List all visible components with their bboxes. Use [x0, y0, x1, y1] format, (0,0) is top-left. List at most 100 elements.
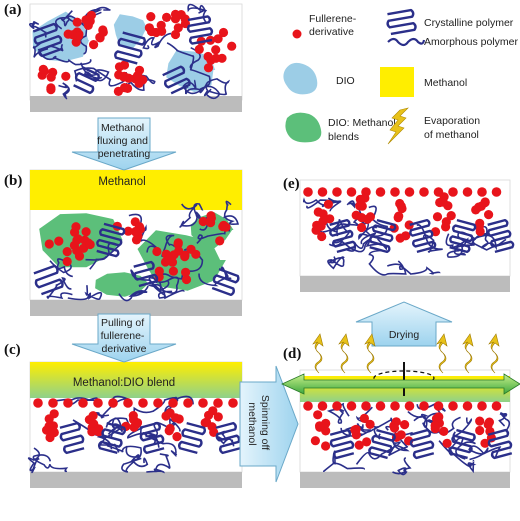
fullerene — [390, 401, 400, 411]
fullerene — [93, 398, 103, 408]
fullerene — [346, 401, 357, 411]
panel-label-c: (c) — [4, 342, 21, 358]
fullerene — [33, 398, 43, 408]
evaporation-arrow — [462, 333, 474, 374]
fullerene — [419, 401, 429, 411]
crystalline-polymer — [33, 264, 64, 296]
fullerene — [213, 398, 223, 408]
substrate-c — [30, 472, 242, 488]
crystalline-polymer — [409, 218, 437, 254]
panel-label-b: (b) — [4, 173, 22, 189]
evaporation-arrow — [364, 333, 376, 374]
fullerene — [361, 401, 371, 411]
crystalline-polymer — [409, 428, 435, 460]
methanol-dio-layer — [30, 362, 242, 398]
arrow-c-to-d — [239, 365, 299, 483]
fullerene-cluster — [430, 412, 452, 448]
film-a — [28, 3, 237, 100]
methanol-band-label: Methanol — [98, 176, 145, 188]
crystalline-polymer — [369, 218, 397, 254]
arrow-c-to-d-label: Spinning off methanol — [246, 395, 271, 453]
fullerene-cluster — [194, 27, 237, 73]
methanol-dio-band-label: Methanol:DIO blend — [73, 377, 175, 389]
fullerene — [375, 401, 386, 411]
methanol-layer — [30, 170, 242, 210]
evaporation-arrow — [312, 333, 324, 374]
amorphous-polymer-swatch — [387, 37, 426, 47]
fullerene-cluster — [44, 222, 95, 267]
legend-dio-methanol: DIO: Methanol blends — [328, 117, 399, 143]
dio-methanol-swatch — [285, 112, 322, 143]
fullerene-cluster — [161, 408, 184, 442]
crystalline-polymer — [139, 421, 165, 455]
fullerene-cluster — [113, 60, 148, 96]
fullerene-cluster — [37, 64, 71, 95]
fullerene-cluster — [350, 413, 375, 450]
fullerene — [123, 398, 133, 408]
fullerene — [228, 398, 238, 408]
legend-methanol: Methanol — [424, 77, 467, 89]
panel-label-d: (d) — [283, 346, 301, 362]
fullerene — [491, 187, 502, 197]
fullerene-cluster — [42, 409, 59, 443]
fullerene-cluster — [84, 411, 104, 437]
fullerene — [404, 187, 415, 197]
fullerene-cluster — [351, 193, 375, 233]
panel-label-a: (a) — [4, 2, 22, 18]
amorphous-polymer — [28, 3, 231, 100]
crystalline-polymer-swatch — [386, 8, 417, 36]
fullerene — [448, 401, 458, 411]
substrate-e — [300, 276, 510, 292]
crystalline-polymer — [449, 218, 477, 254]
fullerene — [198, 398, 208, 408]
fullerene — [332, 401, 342, 411]
fullerene-cluster — [63, 10, 108, 50]
fullerene — [448, 187, 458, 197]
fullerene — [303, 401, 313, 411]
fullerene — [433, 401, 444, 411]
fullerene — [303, 187, 313, 197]
fullerene — [183, 398, 193, 408]
arrow-b-to-c-label: Pulling of fullerene- derivative — [101, 317, 148, 355]
fullerene — [375, 187, 386, 197]
crystalline-polymer — [32, 22, 64, 58]
legend-crystalline: Crystalline polymer — [424, 17, 514, 29]
fullerene — [317, 187, 328, 197]
evaporation-arrow — [338, 333, 350, 374]
crystalline-polymer — [59, 421, 85, 455]
substrate-a — [30, 96, 242, 112]
fullerene — [48, 398, 58, 408]
fullerene-cluster — [389, 417, 414, 446]
crystalline-polymer — [178, 421, 206, 455]
fullerene — [78, 398, 88, 408]
fullerene — [346, 187, 357, 197]
crystalline-polymer — [487, 218, 515, 254]
fullerene — [419, 187, 429, 197]
fullerene — [477, 401, 487, 411]
legend-evaporation: Evaporation of methanol — [424, 115, 483, 141]
fullerene — [153, 398, 163, 408]
fullerene-cluster — [198, 211, 231, 246]
crystalline-polymer — [487, 428, 513, 460]
crystalline-polymer — [329, 428, 355, 460]
legend: Fullerene- derivative Crystalline polyme… — [283, 8, 518, 145]
fullerene — [317, 401, 328, 411]
fullerene-cluster — [121, 411, 143, 432]
crystalline-polymer — [186, 15, 214, 45]
crystalline-polymer — [211, 268, 240, 297]
fullerene-cluster — [471, 197, 494, 237]
fullerene — [462, 187, 473, 197]
fullerene — [477, 187, 487, 197]
crystalline-polymer — [448, 428, 476, 460]
fullerene — [462, 401, 473, 411]
arrow-b-to-c — [71, 313, 177, 363]
fullerene-cluster — [310, 410, 331, 451]
crystalline-polymer — [73, 66, 100, 95]
arrow-a-to-b — [71, 117, 177, 171]
crystalline-polymer — [98, 421, 126, 455]
crystalline-polymer — [114, 31, 146, 65]
fullerene — [390, 187, 400, 197]
evaporation-arrow — [436, 333, 448, 374]
film-c — [27, 362, 242, 474]
